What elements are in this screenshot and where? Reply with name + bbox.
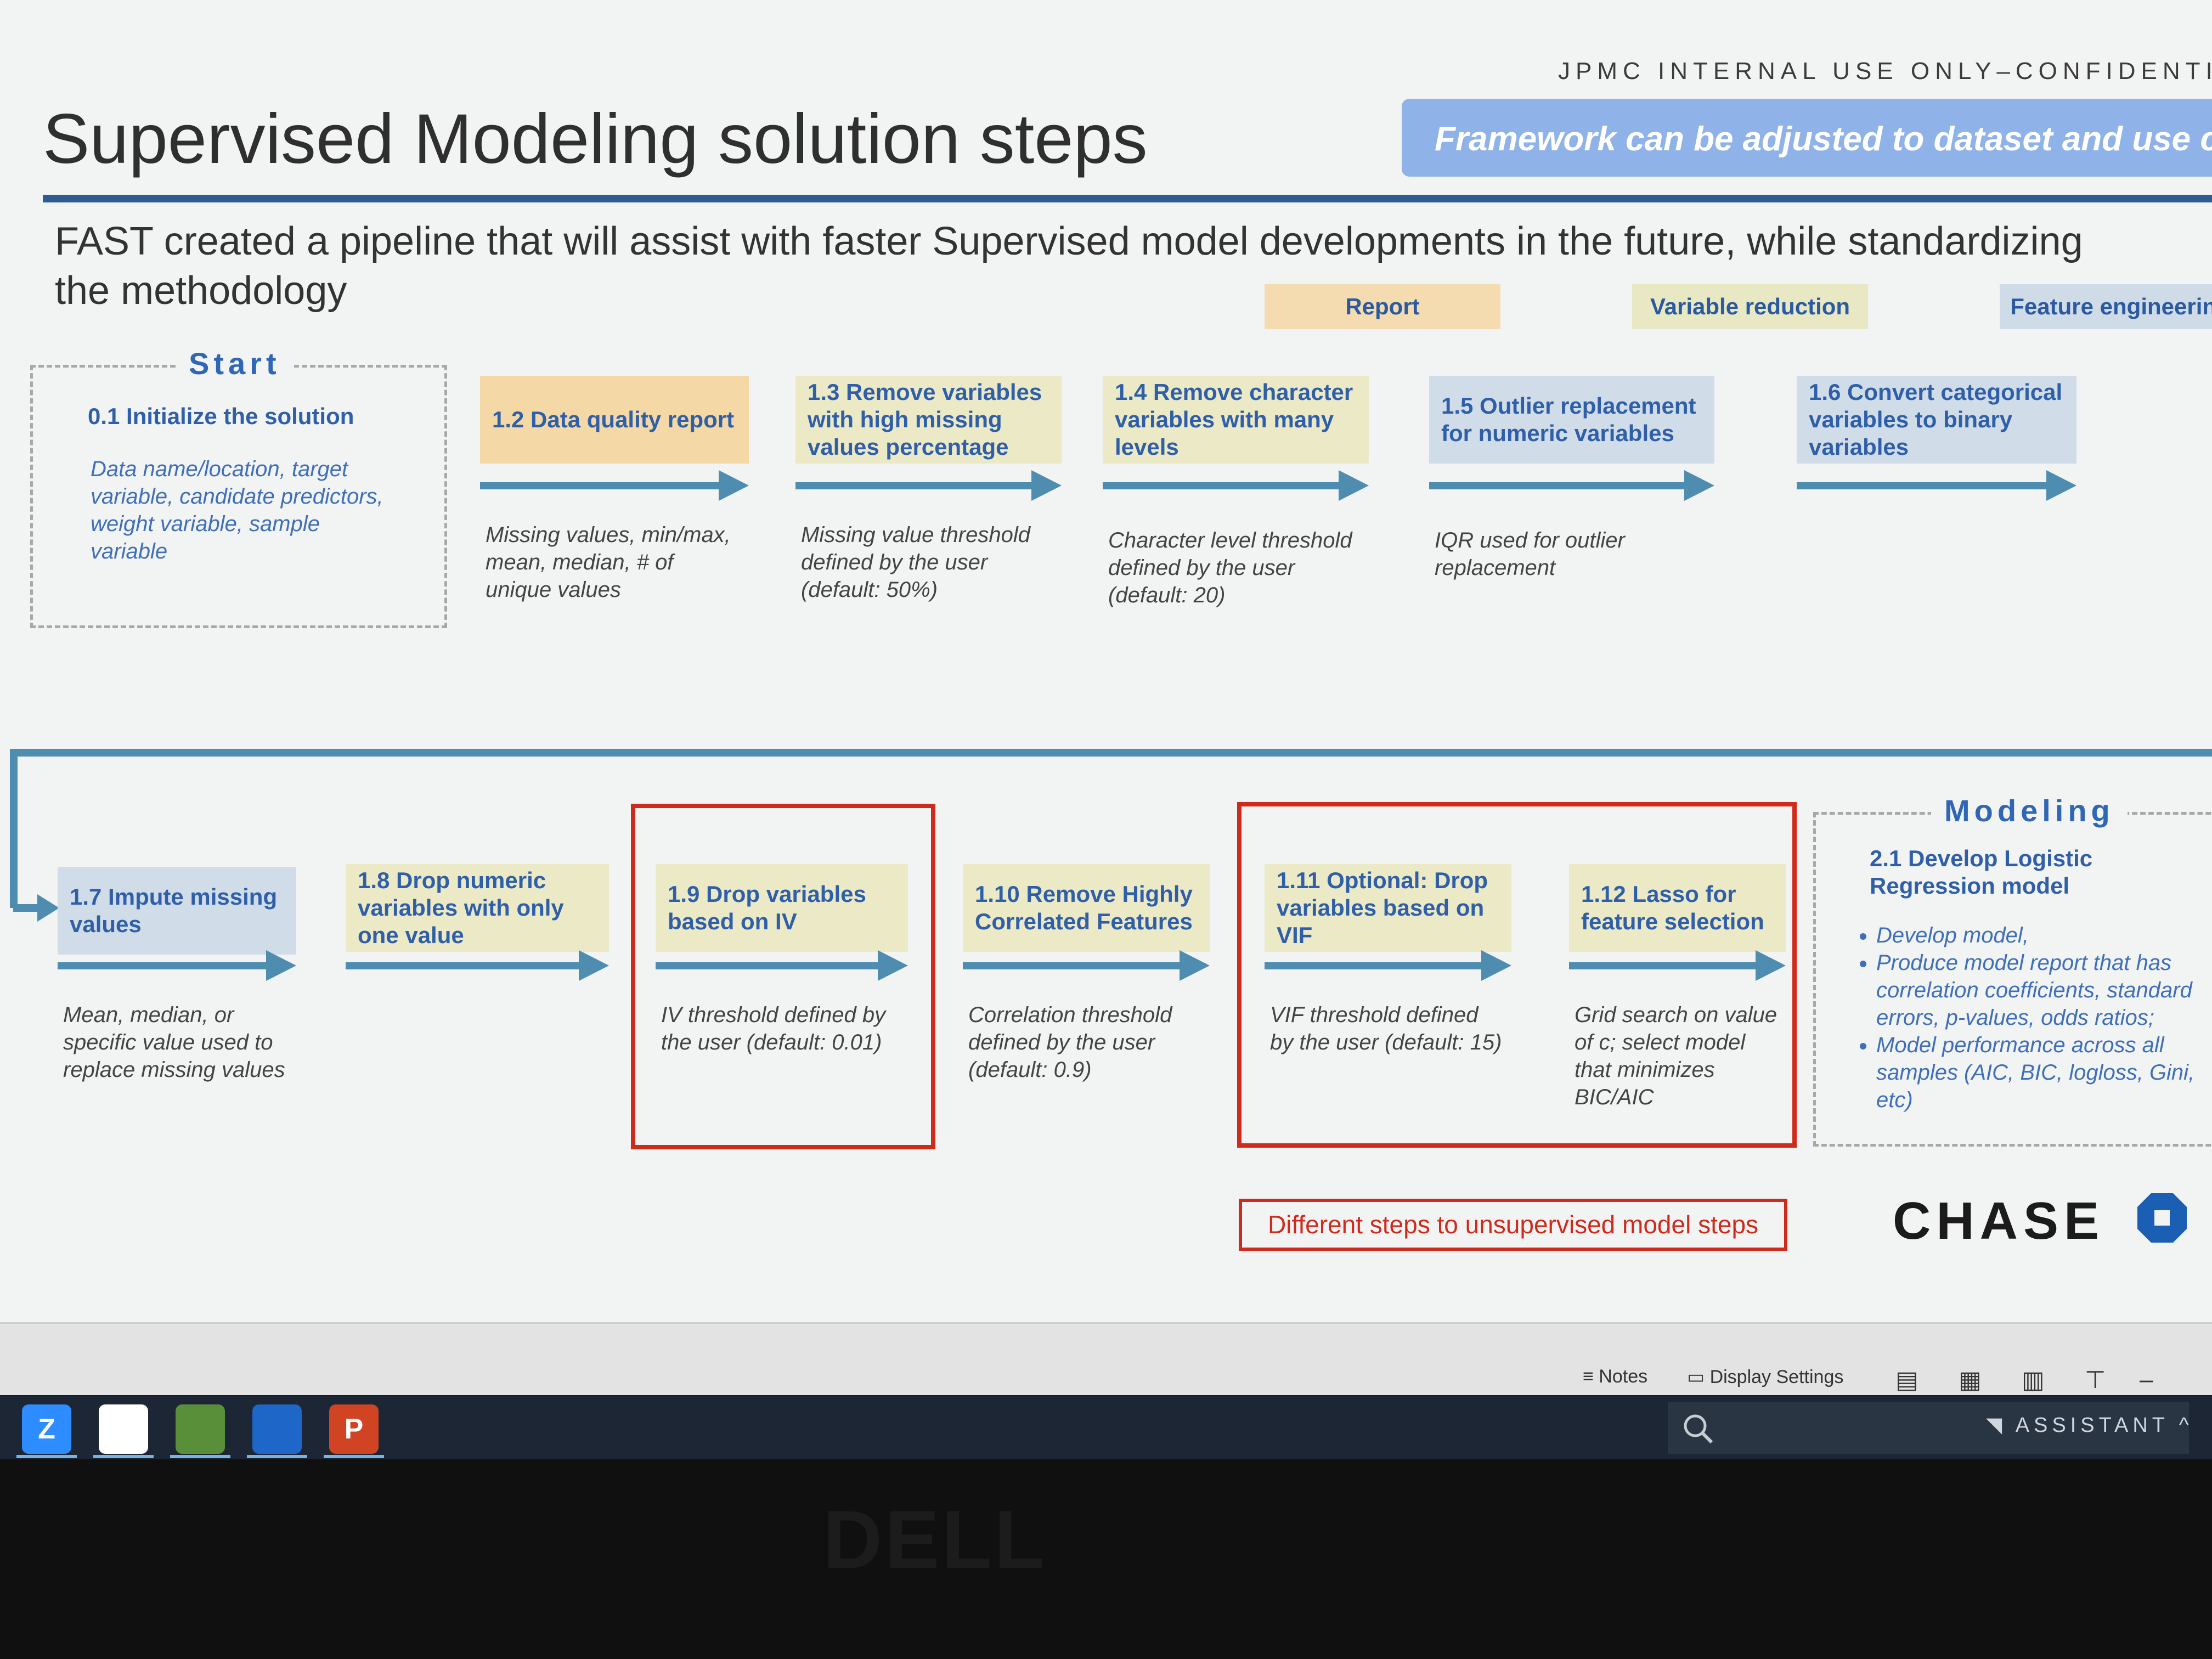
modeling-bullets: Develop model,Produce model report that …	[1843, 922, 2205, 1114]
chase-wordmark: CHASE	[1893, 1192, 2105, 1250]
step-box-row2-3: 1.9 Drop variables based on IV	[656, 864, 908, 952]
flow-connector-down	[10, 749, 18, 908]
step-box-row1-4: 1.5 Outlier replacement for numeric vari…	[1429, 376, 1714, 464]
step-title: 1.12 Lasso for feature selection	[1581, 881, 1764, 934]
slide: JPMC INTERNAL USE ONLY–CONFIDENTIA Super…	[0, 0, 2212, 1322]
step-title: 1.8 Drop numeric variables with only one…	[358, 867, 564, 948]
connector-arrowhead	[13, 894, 59, 922]
step-title: 1.4 Remove character variables with many…	[1115, 379, 1353, 460]
flow-arrow	[58, 950, 296, 981]
unsupervised-note: Different steps to unsupervised model st…	[1239, 1199, 1787, 1251]
step-box-row2-4: 1.10 Remove Highly Correlated Features	[963, 864, 1210, 952]
slide-sorter-icon[interactable]: ▦	[1959, 1367, 1982, 1393]
step-desc: IQR used for outlier replacement	[1435, 528, 1625, 580]
assistant-label: ASSISTANT	[2015, 1414, 2169, 1437]
step-box-row1-5: 1.6 Convert categorical variables to bin…	[1797, 376, 2076, 464]
flow-arrow	[656, 950, 908, 981]
step-box-row2-6: 1.12 Lasso for feature selection	[1569, 864, 1786, 952]
flow-arrow	[480, 470, 749, 501]
step-box-row1-3: 1.4 Remove character variables with many…	[1103, 376, 1369, 464]
step-desc: IV threshold defined by the user (defaul…	[661, 1003, 886, 1054]
step-desc: VIF threshold defined by the user (defau…	[1270, 1003, 1502, 1054]
framework-banner: Framework can be adjusted to dataset and…	[1402, 99, 2212, 177]
flow-arrow	[1569, 950, 1786, 981]
taskbar-running-indicator	[170, 1455, 230, 1458]
step-title: 1.5 Outlier replacement for numeric vari…	[1441, 393, 1696, 446]
step-desc: Correlation threshold defined by the use…	[968, 1003, 1172, 1082]
banner-text: Framework can be adjusted to dataset and…	[1435, 120, 2212, 158]
flow-arrow	[1429, 470, 1714, 501]
modeling-label: Modeling	[1931, 793, 2128, 828]
powerpoint-icon-glyph: P	[344, 1413, 364, 1445]
step-title: 1.2 Data quality report	[492, 407, 735, 432]
dell-logo: DELL	[823, 1493, 1047, 1585]
notes-button[interactable]: ≡ Notes	[1583, 1366, 1648, 1387]
flow-connector-top	[10, 749, 2212, 757]
step-desc: Grid search on value of c; select model …	[1575, 1003, 1778, 1109]
sas-icon[interactable]	[176, 1404, 225, 1454]
legend-variable-reduction: Variable reduction	[1632, 284, 1868, 329]
confidential-label: JPMC INTERNAL USE ONLY–CONFIDENTIA	[1558, 58, 2212, 84]
subtitle: FAST created a pipeline that will assist…	[55, 219, 2083, 313]
modeling-bullet: Produce model report that has correlatio…	[1876, 949, 2205, 1031]
start-desc: Data name/location, target variable, can…	[91, 457, 383, 563]
flow-arrow	[346, 950, 609, 981]
chase-octagon-icon	[2137, 1193, 2187, 1243]
highlight-box-iv	[631, 804, 935, 1149]
step-desc: Missing value threshold defined by the u…	[801, 523, 1030, 602]
normal-view-icon[interactable]: ▤	[1895, 1367, 1918, 1393]
display-settings-label: Display Settings	[1709, 1367, 1844, 1387]
step-title: 1.11 Optional: Drop variables based on V…	[1277, 867, 1488, 948]
flow-arrow	[795, 470, 1062, 501]
monitor-bezel	[0, 1459, 2212, 1659]
chrome-icon[interactable]	[99, 1404, 148, 1454]
step-desc: Missing values, min/max, mean, median, #…	[486, 523, 731, 602]
start-label: Start	[176, 346, 294, 381]
powerpoint-icon[interactable]: P	[329, 1404, 379, 1454]
powerpoint-status-bar	[0, 1322, 2212, 1395]
page-title: Supervised Modeling solution steps	[43, 100, 1148, 178]
flow-arrow	[1103, 470, 1369, 501]
step-box-row2-1: 1.7 Impute missing values	[58, 867, 296, 955]
title-rule	[43, 195, 2212, 202]
display-settings-button[interactable]: ▭ Display Settings	[1687, 1367, 1844, 1387]
reading-view-icon[interactable]: ▥	[2022, 1367, 2045, 1393]
step-box-row2-2: 1.8 Drop numeric variables with only one…	[346, 864, 609, 952]
zoom-slider[interactable]: –	[2140, 1366, 2153, 1393]
taskbar-running-indicator	[324, 1455, 384, 1458]
notes-label: Notes	[1599, 1366, 1648, 1387]
flow-arrow	[1797, 470, 2076, 501]
step-box-row1-2: 1.3 Remove variables with high missing v…	[795, 376, 1062, 464]
step-desc: Mean, median, or specific value used to …	[63, 1003, 285, 1082]
step-title: 1.3 Remove variables with high missing v…	[808, 379, 1042, 460]
search-icon	[1684, 1414, 1713, 1444]
step-desc: Character level threshold defined by the…	[1108, 528, 1352, 607]
step-title: 1.9 Drop variables based on IV	[668, 881, 866, 934]
modeling-bullet: Develop model,	[1876, 922, 2205, 949]
modeling-bullet: Model performance across all samples (AI…	[1876, 1031, 2205, 1114]
flow-arrow	[1265, 950, 1511, 981]
modeling-step: 2.1 Develop Logistic Regression model	[1870, 845, 2093, 899]
step-box-row1-1: 1.2 Data quality report	[480, 376, 749, 464]
start-step: 0.1 Initialize the solution	[88, 403, 354, 429]
legend-report: Report	[1265, 284, 1500, 329]
step-box-row2-5: 1.11 Optional: Drop variables based on V…	[1265, 864, 1511, 952]
flow-arrow	[963, 950, 1210, 981]
zoom-icon[interactable]: Z	[22, 1404, 71, 1454]
taskbar-running-indicator	[247, 1455, 307, 1458]
chase-logo: CHASE	[1893, 1190, 2190, 1251]
step-title: 1.6 Convert categorical variables to bin…	[1809, 379, 2063, 460]
step-title: 1.7 Impute missing values	[70, 884, 278, 937]
assistant-button[interactable]: ◥ ASSISTANT ^	[1986, 1414, 2193, 1437]
zoom-icon-glyph: Z	[38, 1413, 55, 1445]
slideshow-icon[interactable]: ⊤	[2085, 1367, 2106, 1393]
taskbar-running-indicator	[16, 1455, 77, 1458]
step-title: 1.10 Remove Highly Correlated Features	[975, 881, 1193, 934]
taskbar-running-indicator	[93, 1455, 154, 1458]
taskbar-search[interactable]	[1668, 1402, 2189, 1454]
legend-feature-engineering: Feature engineering	[2000, 284, 2212, 329]
maps-icon[interactable]	[252, 1404, 302, 1454]
highlight-box-vif-lasso	[1237, 802, 1797, 1148]
